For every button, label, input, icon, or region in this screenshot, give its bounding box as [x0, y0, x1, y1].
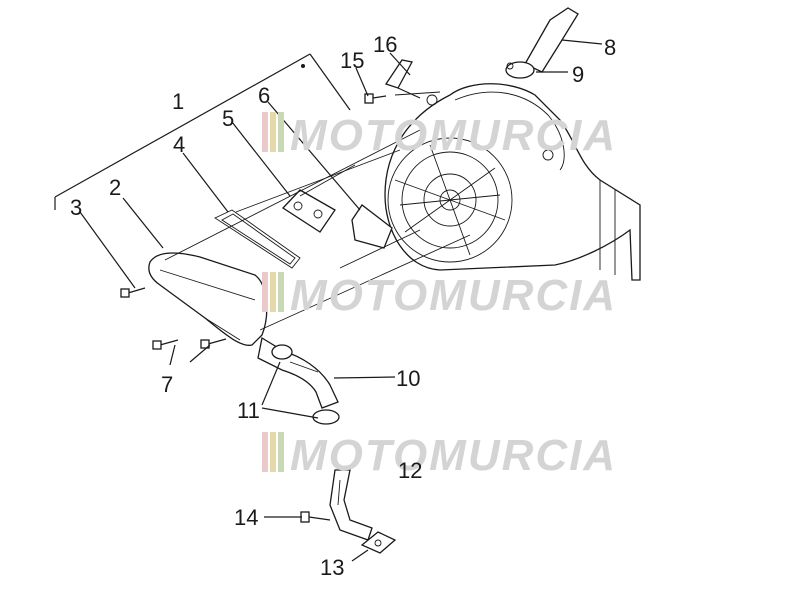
callout-14: 14: [234, 505, 258, 530]
hose-clamp-lower: [312, 409, 340, 425]
screw-7b: [200, 338, 227, 349]
fan-cover-housing: [384, 83, 641, 281]
callout-9: 9: [572, 62, 584, 87]
callout-10: 10: [396, 366, 420, 391]
callout-7: 7: [161, 372, 173, 397]
watermark-middle: MOTOMURCIA: [262, 271, 617, 320]
wedge-block: [351, 204, 393, 249]
bracket: [384, 59, 421, 99]
callout-8: 8: [604, 35, 616, 60]
watermark-bottom: MOTOMURCIA: [262, 431, 617, 480]
callout-6: 6: [258, 83, 270, 108]
projection-lines: [164, 129, 471, 331]
callout-4: 4: [173, 132, 185, 157]
hose-clamp-upper: [271, 344, 293, 360]
callout-5: 5: [222, 106, 234, 131]
elbow-hose: [257, 336, 339, 409]
hose-clip: [505, 61, 535, 79]
watermark-text-3: MOTOMURCIA: [290, 431, 617, 480]
screw-3: [120, 287, 146, 298]
callout-1: 1: [172, 89, 184, 114]
callout-16: 16: [373, 32, 397, 57]
reference-dot: [301, 64, 305, 68]
callout-2: 2: [109, 175, 121, 200]
top-hose: [524, 7, 579, 73]
callout-3: 3: [70, 195, 82, 220]
screw-15: [364, 93, 387, 104]
filter-gasket: [214, 209, 301, 269]
watermark-text-1: MOTOMURCIA: [290, 111, 617, 160]
flange-gasket: [360, 531, 397, 554]
callout-15: 15: [340, 48, 364, 73]
watermark-top: MOTOMURCIA: [262, 111, 617, 160]
watermark-text-2: MOTOMURCIA: [290, 271, 617, 320]
filter-cover-plate: [148, 252, 268, 346]
filter-element: [281, 189, 336, 233]
screw-7a: [152, 339, 179, 350]
breather-pipe: [329, 469, 373, 541]
callout-12: 12: [398, 458, 422, 483]
callout-13: 13: [320, 555, 344, 580]
screw-14: [300, 511, 331, 523]
callout-11: 11: [237, 398, 260, 423]
